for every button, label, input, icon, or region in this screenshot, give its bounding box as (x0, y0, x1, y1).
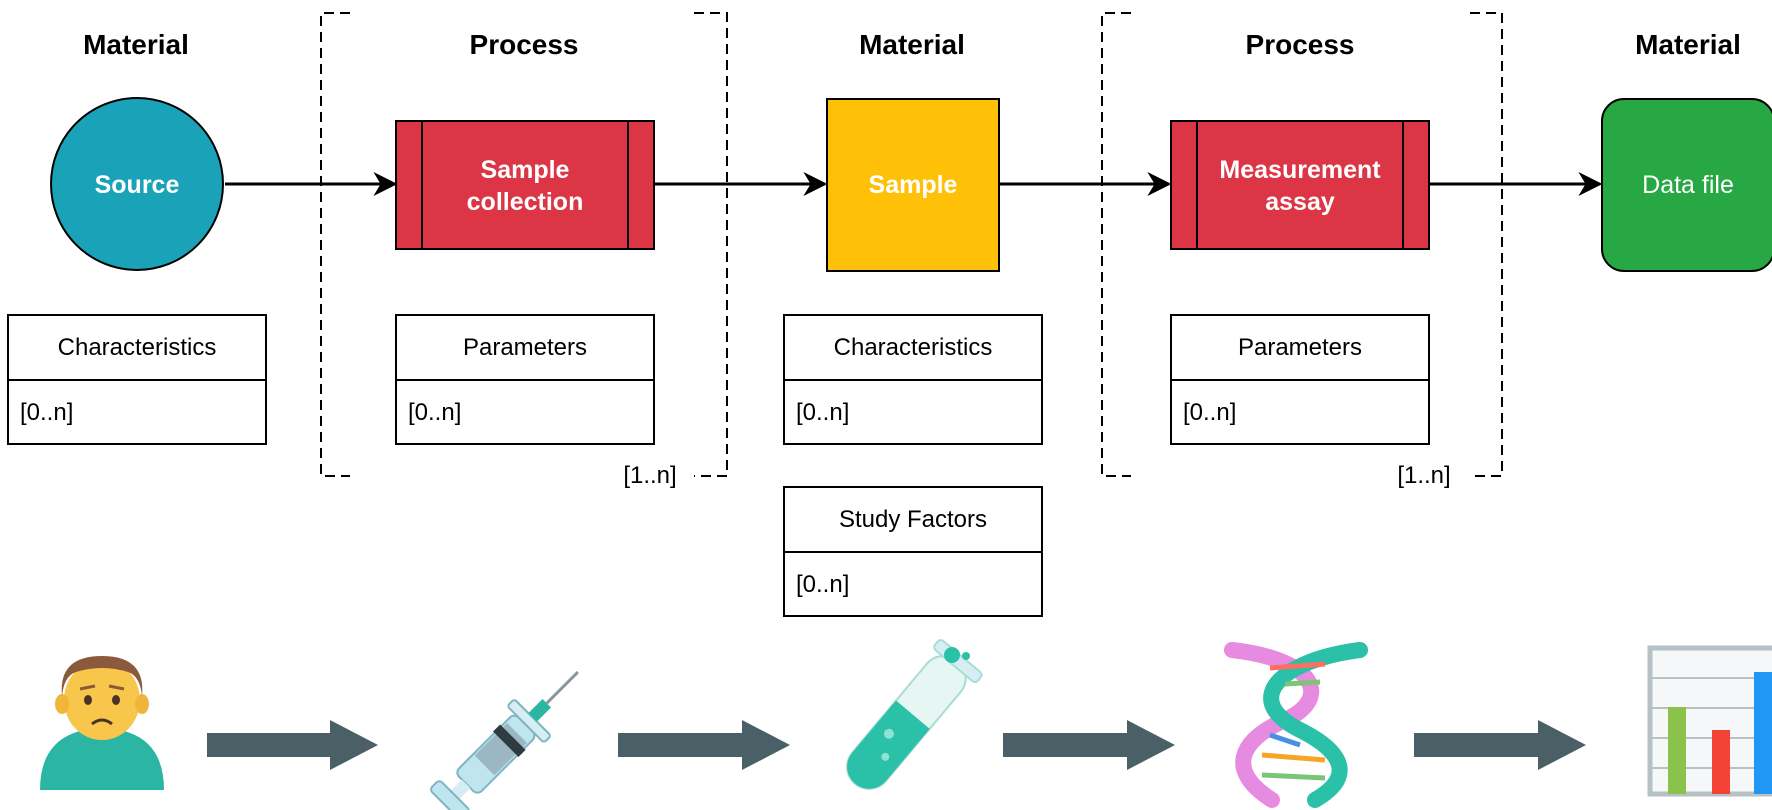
source-characteristics-table: Characteristics [0..n] (7, 314, 267, 445)
table-title: Characteristics (58, 334, 217, 361)
table-title: Parameters (463, 334, 587, 361)
collection-parameters-table: Parameters [0..n] (395, 314, 655, 445)
process-group-bracket-2 (1101, 12, 1503, 477)
bar-chart-icon (1647, 645, 1772, 797)
big-arrow-3 (1003, 720, 1175, 770)
source-node: Source (50, 97, 224, 271)
big-arrow-1 (207, 720, 378, 770)
header-material-2: Material (859, 29, 965, 60)
syringe-icon (430, 671, 579, 810)
header-process-2: Process (1246, 29, 1355, 60)
table-cardinality: [0..n] (1183, 399, 1236, 426)
process-2-cardinality: [1..n] (1397, 462, 1450, 489)
measurement-assay-node: Measurement assay (1170, 120, 1430, 250)
big-arrow-2 (618, 720, 790, 770)
measurement-assay-label-line1: Measurement (1219, 156, 1381, 184)
assay-parameters-table: Parameters [0..n] (1170, 314, 1430, 445)
data-file-node: Data file (1601, 98, 1772, 272)
source-label: Source (95, 171, 180, 199)
table-cardinality: [0..n] (20, 399, 73, 426)
table-cardinality: [0..n] (408, 399, 461, 426)
measurement-assay-label-line2: assay (1265, 188, 1335, 216)
table-cardinality: [0..n] (796, 399, 849, 426)
table-title: Parameters (1238, 334, 1362, 361)
table-cardinality: [0..n] (796, 571, 849, 598)
sample-collection-label-line2: collection (467, 188, 584, 216)
sample-label: Sample (869, 171, 958, 199)
process-1-cardinality: [1..n] (623, 462, 676, 489)
data-file-label: Data file (1642, 171, 1734, 199)
header-material-1: Material (83, 29, 189, 60)
illustration-arrows (207, 720, 1586, 770)
table-title: Characteristics (834, 334, 993, 361)
person-icon (40, 656, 164, 790)
sample-collection-label-line1: Sample (481, 156, 570, 184)
process-group-bracket-1 (320, 12, 728, 477)
sample-node: Sample (826, 98, 1000, 272)
big-arrow-4 (1414, 720, 1586, 770)
dna-icon (1224, 642, 1368, 808)
sample-characteristics-table: Characteristics [0..n] (783, 314, 1043, 445)
test-tube-icon (846, 639, 983, 790)
sample-study-factors-table: Study Factors [0..n] (783, 486, 1043, 617)
sample-collection-node: Sample collection (395, 120, 655, 250)
header-process-1: Process (470, 29, 579, 60)
header-material-3: Material (1635, 29, 1741, 60)
table-title: Study Factors (839, 506, 987, 533)
